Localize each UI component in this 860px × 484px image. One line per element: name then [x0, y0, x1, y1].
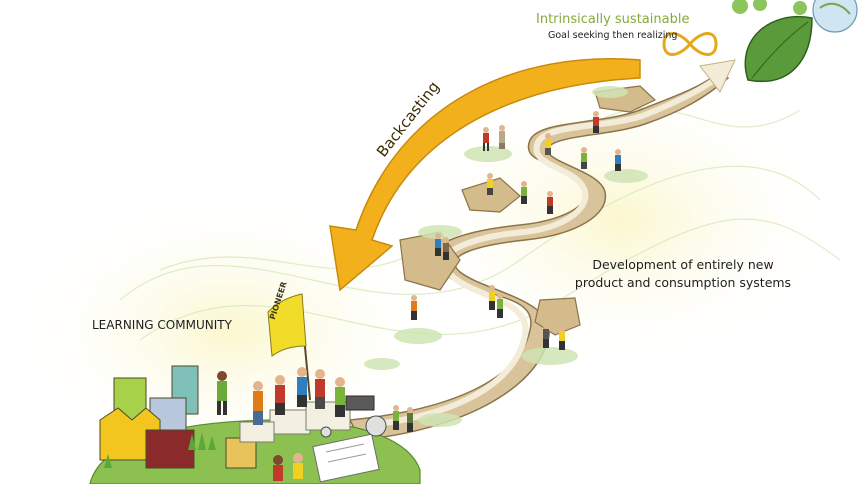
goal-subtitle: Goal seeking then realizing [548, 30, 678, 41]
path-caption: Development of entirely new product and … [568, 256, 798, 292]
globe-icon [812, 0, 858, 33]
blueprint-sheet [312, 433, 380, 483]
ground-discs [364, 86, 648, 427]
path-caption-line1: Development of entirely new [592, 257, 774, 272]
learning-community-label: LEARNING COMMUNITY [92, 318, 232, 332]
infinity-icon [662, 32, 718, 56]
machinery [320, 395, 387, 438]
path-caption-line2: product and consumption systems [574, 275, 792, 290]
leaf-icon [744, 16, 813, 83]
walkers [393, 111, 621, 432]
foliage-top [732, 0, 807, 15]
crowd [217, 367, 345, 481]
pioneer-flag [267, 293, 311, 401]
city-buildings [99, 365, 257, 469]
goal-title: Intrinsically sustainable [536, 12, 690, 27]
platform-blocks [239, 401, 351, 443]
plants [104, 432, 216, 468]
